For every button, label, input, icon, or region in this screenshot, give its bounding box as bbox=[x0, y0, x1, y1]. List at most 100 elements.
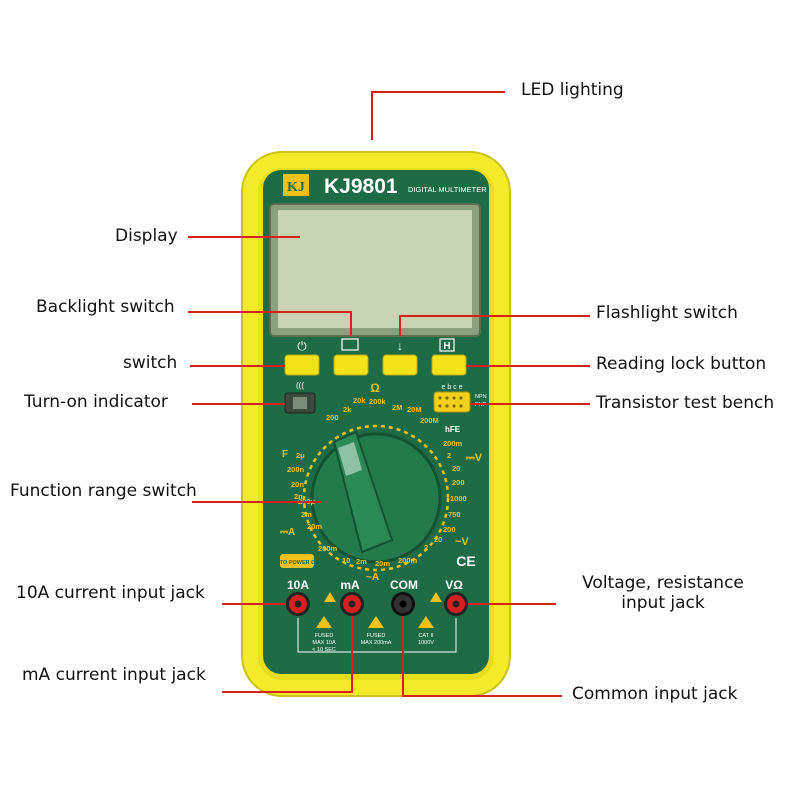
label-switch: switch bbox=[123, 353, 178, 373]
leader-flashlight bbox=[399, 315, 590, 336]
dial-mark: 20k bbox=[353, 396, 366, 405]
dial-mark: 10 bbox=[342, 556, 350, 565]
jack-vohm[interactable] bbox=[444, 592, 468, 616]
cap-unit: F bbox=[282, 449, 288, 460]
npn-label: NPN bbox=[475, 394, 487, 400]
label-backlight-switch: Backlight switch bbox=[36, 297, 175, 317]
dial-mark: 20 bbox=[452, 464, 460, 473]
jack-10a[interactable] bbox=[286, 592, 310, 616]
label-reading-lock: Reading lock button bbox=[596, 354, 767, 374]
model-name: KJ9801 bbox=[324, 175, 398, 198]
ce-mark: CE bbox=[456, 553, 475, 569]
jack-label: COM bbox=[390, 578, 418, 592]
dial-mark: 200k bbox=[369, 397, 387, 406]
indicator-lens bbox=[293, 397, 307, 409]
dial-mark: 2 bbox=[424, 543, 428, 552]
dial-acv-marks: 750 200 20 2 bbox=[424, 510, 461, 552]
jack-ma[interactable] bbox=[340, 592, 364, 616]
model-subtitle: DIGITAL MULTIMETER bbox=[408, 185, 487, 194]
dcv-unit: ⎓V bbox=[466, 452, 483, 464]
power-button[interactable] bbox=[284, 354, 320, 376]
buzzer-icon: ((( bbox=[296, 381, 304, 390]
label-voltage-jack-line1: Voltage, resistance bbox=[582, 573, 744, 593]
dial-mark: 2m bbox=[356, 557, 367, 566]
warning-icon bbox=[418, 616, 434, 628]
dial-pointer-tip bbox=[338, 442, 362, 476]
fuse-note: FUSED bbox=[367, 633, 386, 639]
dial-mark: 200M bbox=[420, 416, 439, 425]
dial-mark: 200n bbox=[287, 465, 305, 474]
auto-power-off-text: AUTO POWER OFF bbox=[272, 560, 323, 566]
dial-dcv-marks: 200m 2 20 200 1000 bbox=[443, 439, 467, 503]
backlight-icon bbox=[341, 338, 359, 351]
dial-cap-marks: 2μ 200n 20n 2n bbox=[287, 451, 305, 501]
transistor-socket[interactable] bbox=[433, 391, 471, 413]
label-function-switch: Function range switch bbox=[10, 481, 197, 501]
hold-button[interactable] bbox=[431, 354, 467, 376]
dial-mark: 20m bbox=[375, 559, 390, 568]
hold-glyph: H bbox=[443, 341, 450, 352]
label-display: Display bbox=[115, 226, 178, 246]
dial-mark: 20m bbox=[307, 522, 322, 531]
dial-mark: 200m bbox=[443, 439, 463, 448]
fuse-notes: FUSED MAX 10A < 10 SEC FUSED MAX 200mA C… bbox=[312, 633, 434, 653]
warning-icon bbox=[316, 616, 332, 628]
callout-leaders bbox=[188, 91, 590, 697]
jack-label: 10A bbox=[287, 578, 309, 592]
label-ma-jack: mA current input jack bbox=[22, 665, 206, 685]
jack-label: VΩ bbox=[445, 578, 463, 592]
dial-ring bbox=[302, 424, 450, 572]
fuse-note: < 10 SEC bbox=[312, 647, 336, 653]
dial-mark: 2m bbox=[301, 510, 312, 519]
power-icon: ⏻ bbox=[297, 339, 307, 353]
dial-mark: 2k bbox=[343, 405, 352, 414]
dial-mark: 200 bbox=[443, 525, 456, 534]
label-led-lighting: LED lighting bbox=[521, 80, 624, 100]
jack-guide-line bbox=[297, 618, 457, 653]
warning-icon bbox=[430, 592, 442, 602]
transistor-pins: e b c e bbox=[441, 384, 462, 391]
dca-unit: ⎓A bbox=[280, 527, 295, 538]
acv-unit: ~V bbox=[455, 536, 469, 548]
dial-mark: 20 bbox=[434, 535, 442, 544]
aca-unit: ~A bbox=[366, 572, 379, 583]
label-voltage-jack: Voltage, resistance input jack bbox=[568, 573, 758, 613]
flashlight-button[interactable] bbox=[382, 354, 418, 376]
dial-mark: 2 bbox=[447, 451, 451, 460]
fuse-note: MAX 200mA bbox=[361, 640, 392, 646]
flashlight-icon: ↓ bbox=[397, 339, 403, 353]
dial-mark: 20M bbox=[407, 405, 422, 414]
label-common-jack: Common input jack bbox=[572, 684, 738, 704]
dial-mark: 200 bbox=[452, 478, 465, 487]
dial-ohm-marks: 200 2k 20k 200k 2M 20M 200M bbox=[326, 396, 439, 425]
dial-mark: 2n bbox=[294, 492, 303, 501]
fuse-note: CAT II bbox=[418, 633, 434, 639]
fuse-note: FUSED bbox=[315, 633, 334, 639]
fuse-note: 1000V bbox=[418, 640, 434, 646]
hfe-label: hFE bbox=[445, 425, 461, 434]
dial-mark: 200m bbox=[318, 544, 338, 553]
auto-power-off-badge bbox=[280, 554, 314, 568]
dial-mark: 20n bbox=[291, 480, 304, 489]
jack-label: mA bbox=[340, 578, 360, 592]
jack-com[interactable] bbox=[391, 592, 415, 616]
label-transistor-bench: Transistor test bench bbox=[596, 393, 775, 413]
leader-backlight bbox=[188, 311, 352, 336]
lcd-screen bbox=[278, 210, 472, 328]
dial-mark: 750 bbox=[448, 510, 461, 519]
dial-mark: 200m bbox=[398, 556, 418, 565]
dial-mark: 200 bbox=[326, 413, 339, 422]
label-turn-on-indicator: Turn-on indicator bbox=[24, 392, 168, 412]
label-flashlight-switch: Flashlight switch bbox=[596, 303, 738, 323]
dial-mark: 2M bbox=[392, 403, 402, 412]
backlight-button[interactable] bbox=[333, 354, 369, 376]
label-voltage-jack-line2: input jack bbox=[621, 593, 705, 613]
ohm-symbol: Ω bbox=[370, 381, 380, 395]
fuse-note: MAX 10A bbox=[312, 640, 336, 646]
label-10a-jack: 10A current input jack bbox=[16, 583, 205, 603]
warning-icon bbox=[368, 616, 384, 628]
warning-icon bbox=[324, 592, 336, 602]
dial-aca-marks: 200m 20m 2m 200m bbox=[318, 544, 418, 568]
